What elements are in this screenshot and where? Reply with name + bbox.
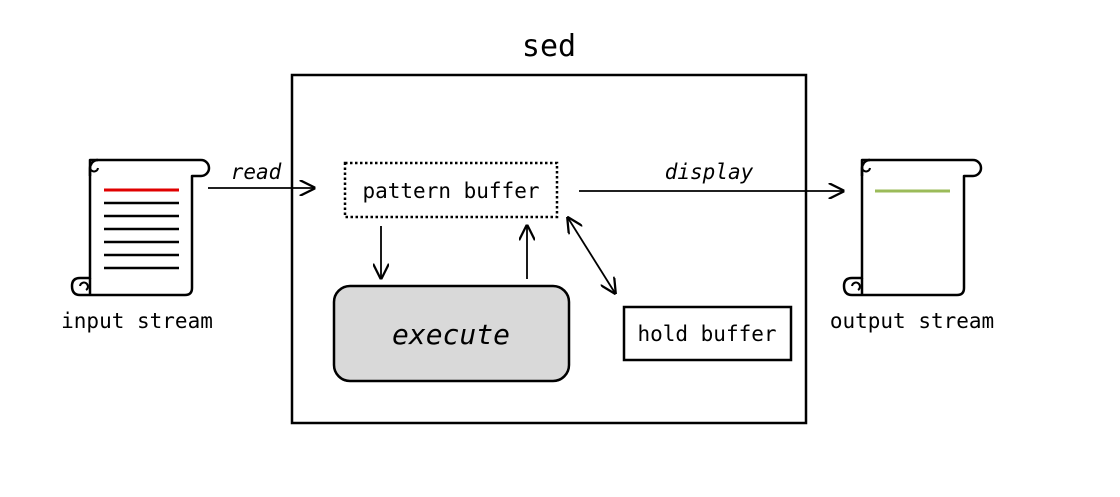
execute-label: execute (392, 318, 510, 351)
pattern-buffer-box (343, 161, 559, 219)
input-scroll-icon (70, 158, 211, 297)
hold-buffer-label: hold buffer (637, 322, 776, 346)
read-label: read (231, 160, 282, 184)
input-stream-label: input stream (61, 309, 213, 333)
display-label: display (665, 160, 754, 184)
pattern-hold-exchange-arrow (568, 218, 615, 293)
output-scroll-icon (842, 158, 983, 297)
execute-box (332, 284, 571, 383)
pattern-buffer-label: pattern buffer (362, 179, 539, 203)
sed-container (290, 73, 808, 425)
hold-buffer-box (622, 305, 793, 362)
diagram-title: sed (522, 29, 576, 64)
output-stream-label: output stream (830, 309, 994, 333)
